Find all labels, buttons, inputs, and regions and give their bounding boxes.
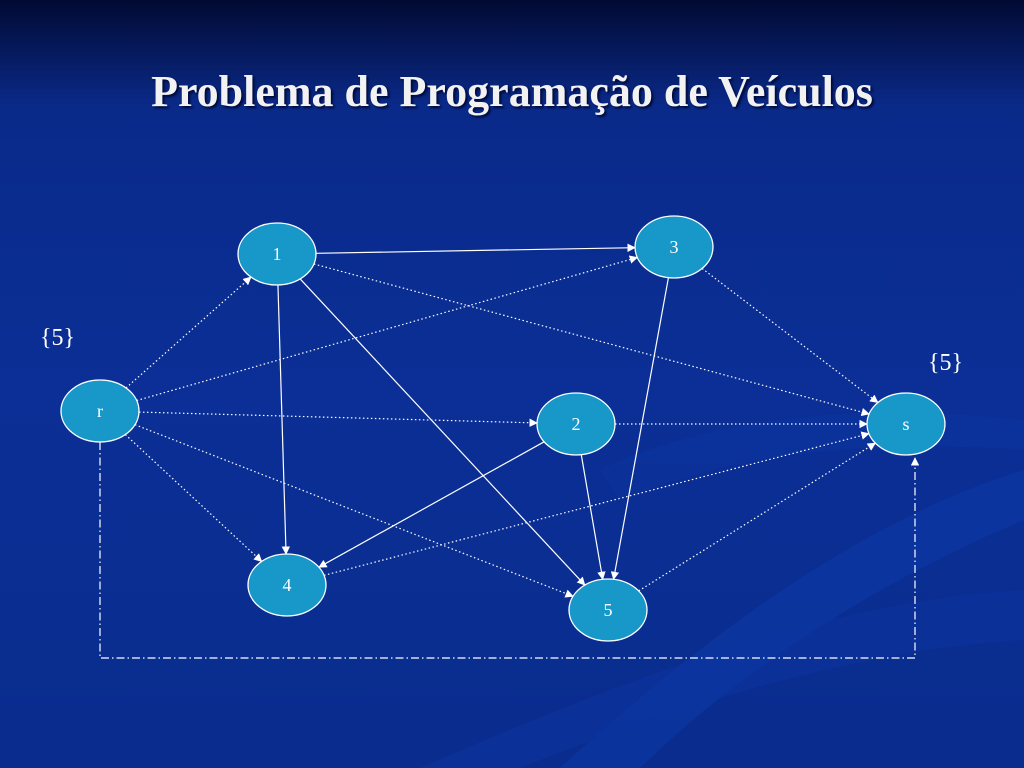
node-1-label: 1 — [273, 244, 282, 264]
node-5: 5 — [568, 578, 648, 642]
node-5-label: 5 — [604, 600, 613, 620]
edge-r-to-5 — [134, 424, 574, 598]
node-3-label: 3 — [670, 237, 679, 257]
edge-2-to-5 — [580, 454, 606, 581]
edge-r-to-4 — [124, 434, 263, 563]
node-4-label: 4 — [283, 575, 292, 595]
source-set-label: {5} — [40, 325, 76, 351]
edge-1-to-s — [313, 263, 870, 417]
node-s-label: s — [902, 414, 909, 434]
node-s: s — [866, 392, 946, 456]
node-2-label: 2 — [572, 414, 581, 434]
node-r: r — [60, 379, 140, 443]
node-1: 1 — [237, 222, 317, 286]
edge-r-to-s — [99, 442, 920, 659]
node-3: 3 — [634, 215, 714, 279]
node-2: 2 — [536, 392, 616, 456]
edge-5-to-s — [638, 442, 877, 592]
edge-3-to-s — [701, 267, 879, 404]
edge-1-to-3 — [315, 243, 636, 254]
edge-4-to-s — [323, 431, 870, 576]
edge-3-to-5 — [610, 277, 670, 581]
edge-2-to-4 — [318, 441, 545, 568]
slide-title: Problema de Programação de Veículos — [151, 67, 873, 116]
node-4: 4 — [247, 553, 327, 617]
edge-layer — [99, 243, 920, 659]
node-r-label: r — [97, 401, 103, 421]
node-layer: r 1 2 3 4 5 s — [60, 215, 946, 642]
edge-1-to-5 — [299, 278, 586, 586]
edge-1-to-4 — [277, 284, 291, 555]
edge-r-to-3 — [136, 255, 639, 402]
edge-r-to-1 — [125, 276, 252, 389]
edge-r-to-2 — [138, 411, 538, 427]
sink-set-label: {5} — [928, 350, 964, 376]
